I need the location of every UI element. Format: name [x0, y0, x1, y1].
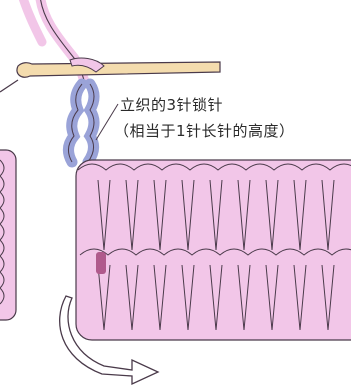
turning-chain	[68, 84, 94, 162]
crochet-hook-icon	[17, 58, 220, 77]
left-fabric-edge	[0, 80, 18, 320]
caption-height-note: （相当于1针长针的高度）	[114, 120, 295, 141]
caption-chain-label: 立织的3针锁针	[120, 94, 223, 115]
crochet-fabric	[76, 160, 351, 340]
highlight-stitch	[96, 252, 106, 274]
